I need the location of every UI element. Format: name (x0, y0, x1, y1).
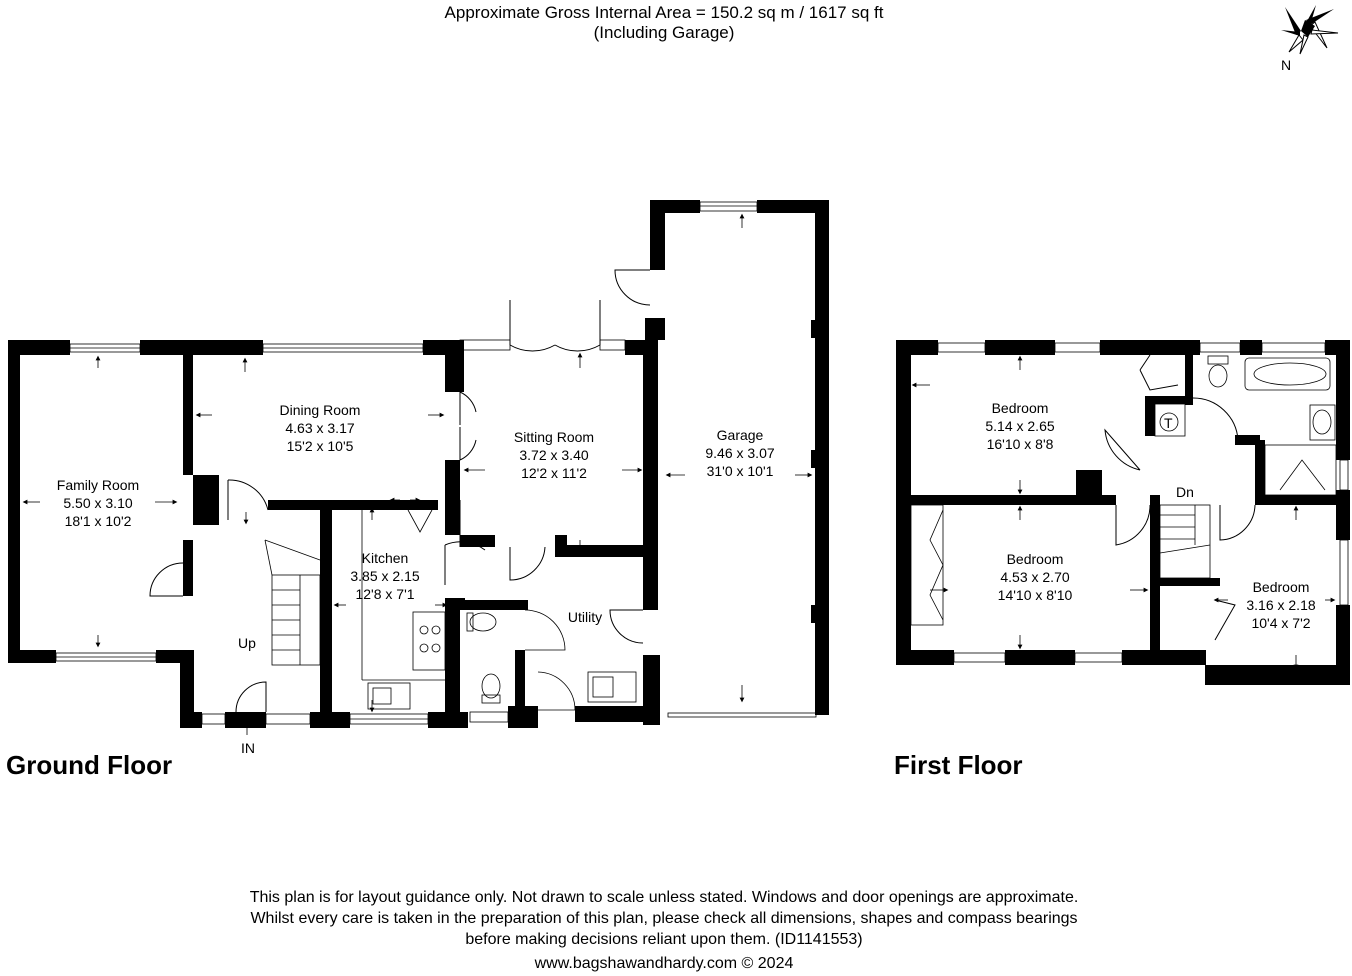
svg-text:Family Room: Family Room (57, 477, 139, 493)
kitchen-label: Kitchen 3.85 x 2.15 12'8 x 7'1 (350, 550, 419, 602)
bedroom-3-label: Bedroom 3.16 x 2.18 10'4 x 7'2 (1246, 579, 1315, 631)
svg-text:5.50 x 3.10: 5.50 x 3.10 (63, 495, 132, 511)
svg-text:9.46 x 3.07: 9.46 x 3.07 (705, 445, 774, 461)
svg-text:4.63 x 3.17: 4.63 x 3.17 (285, 420, 354, 436)
svg-text:5.14 x 2.65: 5.14 x 2.65 (985, 418, 1054, 434)
svg-text:15'2 x 10'5: 15'2 x 10'5 (287, 438, 354, 454)
svg-text:18'1 x 10'2: 18'1 x 10'2 (65, 513, 132, 529)
compass-north-label: N (1281, 57, 1291, 73)
svg-text:Bedroom: Bedroom (1253, 579, 1310, 595)
website-copyright[interactable]: www.bagshawandhardy.com © 2024 (534, 955, 794, 972)
svg-text:Sitting Room: Sitting Room (514, 429, 594, 445)
svg-text:12'2 x 11'2: 12'2 x 11'2 (521, 465, 587, 481)
ground-floor-plan (8, 200, 829, 728)
svg-text:3.16 x 2.18: 3.16 x 2.18 (1246, 597, 1315, 613)
family-room-label: Family Room 5.50 x 3.10 18'1 x 10'2 (57, 477, 139, 529)
svg-text:Garage: Garage (717, 427, 764, 443)
stairs-down-label: Dn (1176, 484, 1194, 500)
svg-text:31'0 x 10'1: 31'0 x 10'1 (707, 463, 774, 479)
svg-text:Bedroom: Bedroom (1007, 551, 1064, 567)
svg-text:Kitchen: Kitchen (362, 550, 409, 566)
svg-text:3.72 x 3.40: 3.72 x 3.40 (519, 447, 588, 463)
first-floor-plan: T Dn (896, 340, 1350, 685)
svg-text:14'10 x 8'10: 14'10 x 8'10 (998, 587, 1073, 603)
svg-text:16'10 x 8'8: 16'10 x 8'8 (987, 436, 1054, 452)
svg-text:Dining Room: Dining Room (280, 402, 361, 418)
entrance-label: IN (241, 740, 255, 756)
utility-label: Utility (568, 609, 602, 625)
first-floor-title: First Floor (894, 750, 1023, 780)
disclaimer-line-2: Whilst every care is taken in the prepar… (250, 910, 1078, 927)
including-garage-text: (Including Garage) (593, 23, 735, 42)
tank-label: T (1164, 415, 1173, 431)
sitting-room-label: Sitting Room 3.72 x 3.40 12'2 x 11'2 (514, 429, 594, 481)
garage-label: Garage 9.46 x 3.07 31'0 x 10'1 (705, 427, 774, 479)
disclaimer-line-1: This plan is for layout guidance only. N… (249, 889, 1079, 906)
gross-area-text: Approximate Gross Internal Area = 150.2 … (444, 3, 884, 22)
bedroom-1-label: Bedroom 5.14 x 2.65 16'10 x 8'8 (985, 400, 1054, 452)
svg-text:12'8 x 7'1: 12'8 x 7'1 (355, 586, 414, 602)
stairs-up-label: Up (238, 635, 256, 651)
svg-text:Bedroom: Bedroom (992, 400, 1049, 416)
ground-floor-title: Ground Floor (6, 750, 173, 780)
compass-rose-icon: N (1281, 5, 1339, 73)
svg-text:4.53 x 2.70: 4.53 x 2.70 (1000, 569, 1069, 585)
dining-room-label: Dining Room 4.63 x 3.17 15'2 x 10'5 (280, 402, 361, 454)
disclaimer-line-3: before making decisions reliant upon the… (465, 931, 863, 948)
svg-text:3.85 x 2.15: 3.85 x 2.15 (350, 568, 419, 584)
bedroom-2-label: Bedroom 4.53 x 2.70 14'10 x 8'10 (998, 551, 1073, 603)
svg-text:10'4 x 7'2: 10'4 x 7'2 (1251, 615, 1310, 631)
